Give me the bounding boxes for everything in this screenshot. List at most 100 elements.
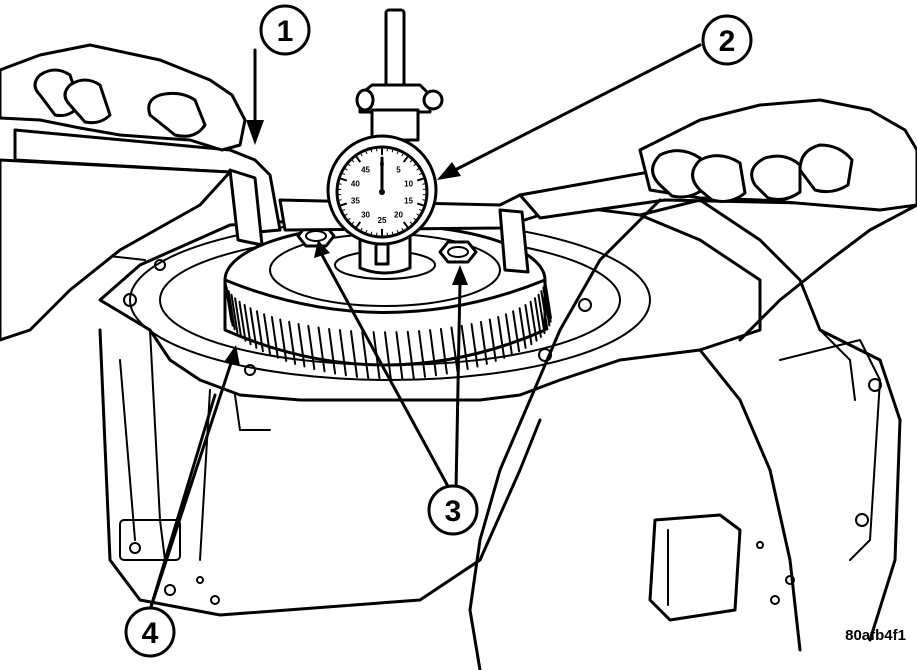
dial-tick [413,163,417,167]
right-hand [468,98,917,670]
gear-tooth [450,326,459,373]
dial-tick [355,221,362,229]
dial-ticks [338,148,426,236]
gear-tooth [429,329,438,377]
dial-number: 30 [361,211,370,220]
dial-tick [409,159,413,163]
dial-tick [339,177,348,182]
dial-tick [347,163,351,167]
left-hand [0,43,247,342]
gear-tooth [418,330,427,378]
dial-tick [347,217,351,221]
dial-hub [379,189,385,195]
dial-tick [422,183,426,185]
dial-tick [339,202,348,207]
callout-3: 3 [427,484,479,536]
dial-number: 20 [394,211,403,220]
dial-tick [344,168,348,171]
dial-tick [402,155,409,163]
dial-tick [401,227,404,231]
dial-tick [396,229,399,234]
dial-number: 40 [351,179,360,188]
gear-tooth [544,279,552,319]
dial-tick [413,217,417,221]
dial-tick [416,213,420,216]
gear-tooth [255,310,264,353]
gear-tooth [524,304,533,346]
gear-tooth [529,300,538,342]
dial-tick [401,153,404,157]
dial-tick [351,159,355,163]
dial-tick [351,221,355,225]
dial-number: 45 [361,165,370,174]
gear-tooth [297,322,306,368]
gear-tooth [406,330,415,380]
gear-tooth [230,293,239,335]
gear-teeth [224,279,552,382]
dial-number: 15 [404,197,413,206]
dial-tick [370,231,373,235]
dial-number: 5 [396,165,401,174]
gear-tooth [328,327,337,375]
dial-tick [416,168,420,171]
figure-code: 80afb4f1 [845,627,906,644]
gear-tooth [307,324,316,371]
gear-tooth [270,315,279,359]
dial-tick [422,199,426,201]
dial-tick [396,150,399,155]
gear-tooth [537,293,546,335]
bolt-right [438,240,478,264]
dial-tick [344,213,348,216]
gear-tooth [234,297,243,338]
callout-2: 2 [701,14,753,66]
gear-tooth [243,304,252,346]
gear-tooth [540,290,549,331]
gear-tooth [504,313,513,356]
gear-tooth [349,330,358,378]
leader-arrows [148,43,702,612]
gear-tooth [512,310,521,353]
dial-tick [418,172,423,175]
gear-tooth [238,300,247,342]
dial-tick [416,202,425,207]
dial-tick [365,150,368,155]
dial-tick [391,231,394,235]
svg-text:3: 3 [445,495,462,528]
gear-tooth [279,318,288,362]
gear-tooth [488,318,497,362]
dial-tick [341,172,346,175]
svg-text:4: 4 [142,617,159,650]
gear-tooth [317,326,326,373]
gear-tooth [479,320,488,365]
svg-text:1: 1 [277,15,294,48]
gear-tooth [470,322,479,368]
dial-tick [355,155,362,163]
callout-1: 1 [259,4,311,56]
dial-number: 10 [404,179,413,188]
svg-text:2: 2 [719,25,736,58]
dial-number: 25 [378,216,387,225]
dial-tick [418,209,423,212]
gear-tooth [263,313,272,356]
dial-tick [365,229,368,234]
gear-tooth [518,307,527,349]
gear-tooth [227,290,236,331]
gear-tooth [249,307,258,349]
gear-tooth [497,315,506,359]
gear-tooth [225,286,234,327]
gear-tooth [439,327,448,375]
gear-tooth [533,297,542,338]
dial-tick [360,153,363,157]
gear-tooth [384,331,392,382]
gear-tooth [395,331,404,381]
dial-tick [338,199,342,201]
gear-tooth [288,320,297,365]
gear-tooth [361,330,370,380]
callout-4: 4 [124,606,176,658]
gear-tooth [460,324,469,371]
dial-tick [370,149,373,153]
gear-tooth [542,286,551,327]
dial-tick [402,221,409,229]
